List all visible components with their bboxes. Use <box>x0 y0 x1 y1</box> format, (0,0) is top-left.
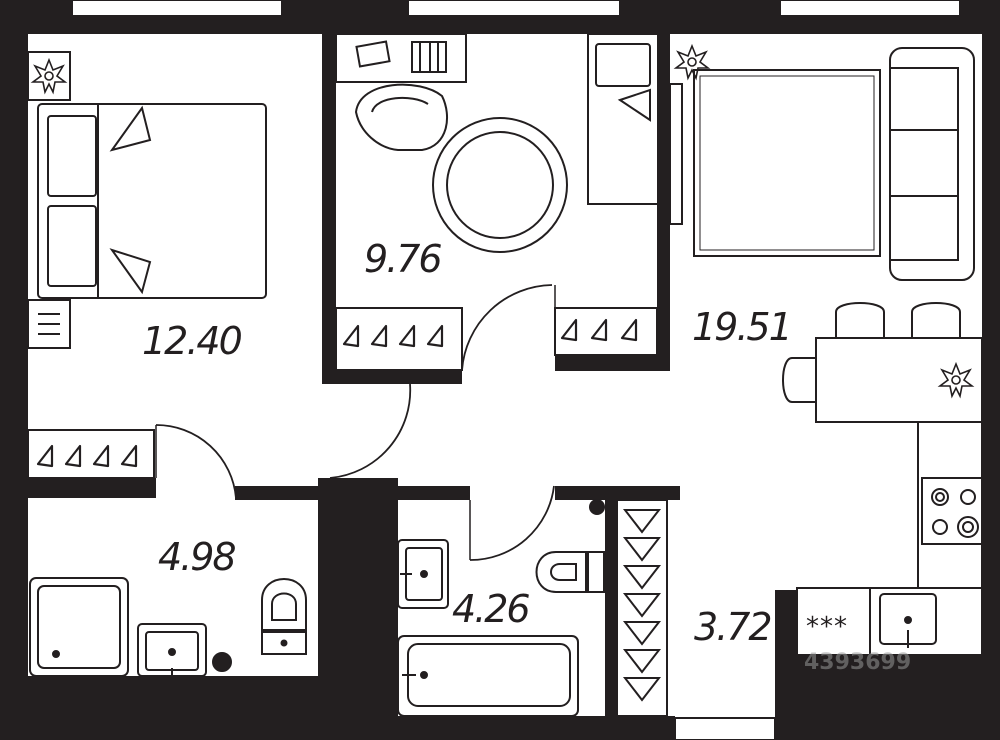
wall-bath-top-right <box>555 486 680 500</box>
wall-bottom-right <box>775 655 1000 740</box>
nightstand <box>27 299 71 349</box>
closet-furniture <box>616 499 668 717</box>
living-furniture <box>669 45 983 656</box>
wall-hall-stub <box>235 486 330 500</box>
wall-hall-right <box>318 478 398 740</box>
wall-kids-living <box>657 34 670 371</box>
window-closet <box>674 717 776 740</box>
wall-step <box>775 590 797 740</box>
pillow-top <box>47 115 97 197</box>
wardrobe-kids-right <box>554 307 658 356</box>
stove <box>921 477 983 545</box>
shower-tray <box>29 577 129 677</box>
area-label-living-kitchen: 19.51 <box>692 305 793 349</box>
wall-bath-top <box>398 486 470 500</box>
riser <box>589 499 605 515</box>
wall-kids-bottom-right <box>555 355 670 371</box>
area-label-kids-room: 9.76 <box>364 237 443 281</box>
bathroom-furniture <box>397 485 605 717</box>
single-bed <box>587 33 659 205</box>
pillow-bottom <box>47 205 97 287</box>
bathtub <box>397 635 579 717</box>
area-label-bathroom: 4.26 <box>452 587 531 631</box>
window-bedroom <box>71 0 283 17</box>
wall-bottom-left <box>0 676 330 740</box>
kitchen-counter <box>917 421 983 589</box>
wall-left <box>0 0 28 740</box>
wall-bedroom-kids <box>322 34 336 384</box>
sofa <box>889 47 975 281</box>
kids-furniture <box>335 33 659 371</box>
wall-bath-closet <box>605 486 617 740</box>
window-kids <box>407 0 621 17</box>
tv-stand <box>669 83 683 225</box>
windows <box>71 0 961 740</box>
bedroom-furniture <box>27 51 267 499</box>
area-label-closet: 3.72 <box>694 605 773 649</box>
hall-furniture <box>29 383 412 680</box>
wardrobe-bedroom <box>27 429 155 479</box>
double-bed <box>37 103 267 299</box>
interior-walls <box>28 34 680 740</box>
closet-rack <box>616 499 668 717</box>
area-label-hall: 4.98 <box>158 535 237 579</box>
living-rug <box>693 69 881 257</box>
toilet-bath <box>535 551 587 593</box>
kitchen-counter-bottom <box>796 587 983 656</box>
area-label-bedroom: 12.40 <box>142 319 243 363</box>
wardrobe-kids-left <box>335 307 463 371</box>
wall-bedroom-hall <box>28 478 156 498</box>
watermark: 4393699 <box>804 650 912 675</box>
window-living <box>779 0 961 17</box>
wall-kids-bottom-left <box>322 370 462 384</box>
chair <box>354 83 449 151</box>
desk <box>335 33 467 83</box>
dining-table <box>815 337 983 423</box>
washbasin-bath <box>397 539 449 609</box>
plant-box-bedroom <box>27 51 71 101</box>
toilet-hall <box>261 578 307 631</box>
wall-right <box>982 0 1000 655</box>
round-rug <box>432 117 568 253</box>
stove-mark: *** <box>806 612 848 642</box>
drain <box>212 652 232 672</box>
